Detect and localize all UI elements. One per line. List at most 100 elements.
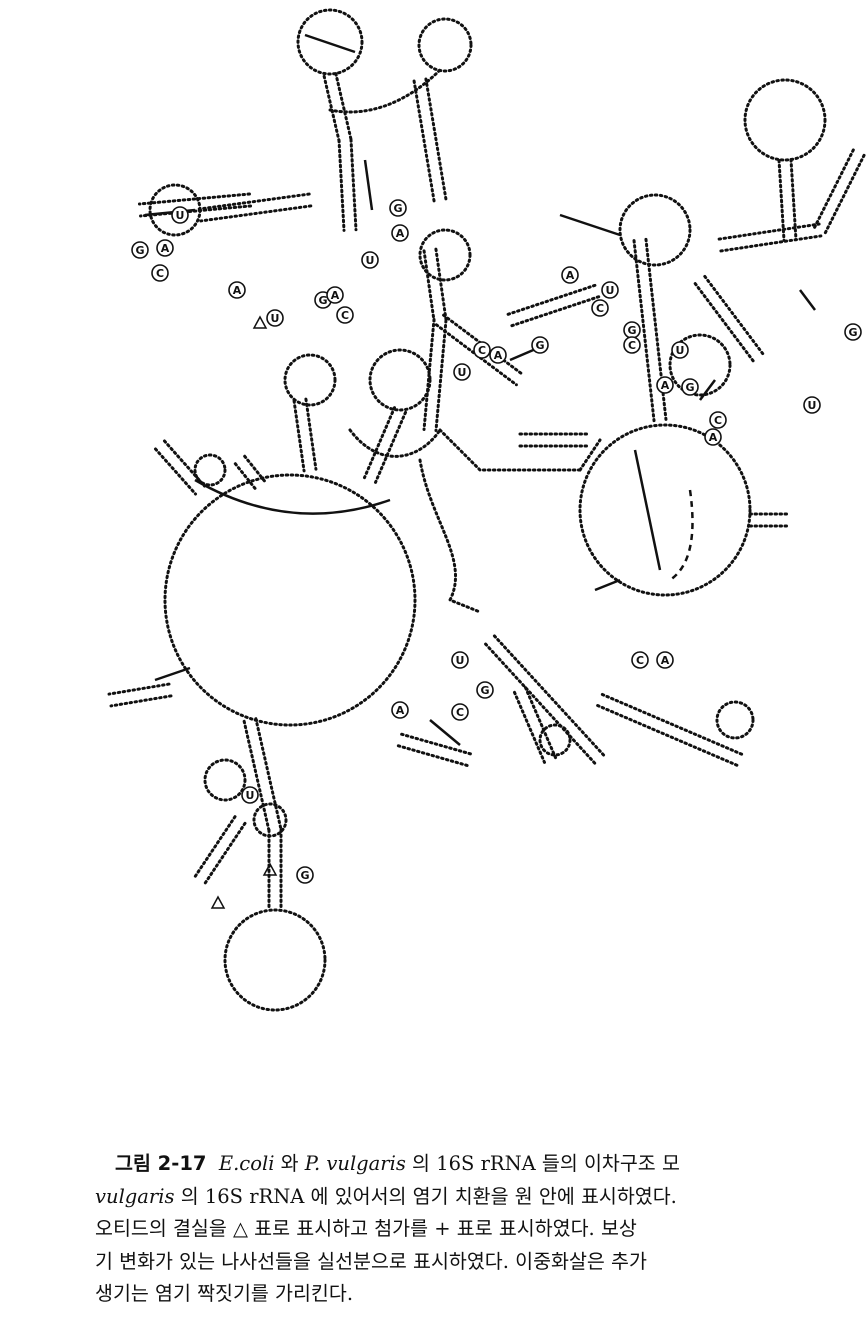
rna-stem-strand [109, 694, 173, 708]
rna-stem-strand [203, 821, 247, 885]
substitution-base-label: U [246, 789, 255, 802]
rna-stem-strand [400, 732, 474, 756]
rna-stem-strand [632, 239, 656, 423]
deletion-triangle-icon [210, 895, 226, 909]
rna-stem-strand [199, 204, 313, 223]
rna-stem-strand [137, 192, 251, 206]
substitution-circle [296, 866, 314, 884]
substitution-circle [561, 266, 579, 284]
substitution-base-label: U [456, 654, 465, 667]
rna-loop [418, 228, 472, 282]
substitution-circle [601, 281, 619, 299]
substitution-base-label: G [318, 294, 327, 307]
double-arrow-pairing [194, 478, 391, 515]
rna-stem-strand [374, 410, 408, 484]
caption-text: 의 16S rRNA 에 있어서의 염기 치환을 원 안에 표시하였다. [174, 1184, 677, 1208]
species-pvulgaris: P. vulgaris [304, 1152, 406, 1175]
substitution-circle [131, 241, 149, 259]
compensatory-change-line [304, 33, 356, 54]
substitution-base-label: U [606, 284, 615, 297]
substitution-circle [361, 251, 379, 269]
rna-stem-strand [424, 77, 448, 201]
substitution-circle [266, 309, 284, 327]
rna-stem-strand [362, 406, 396, 480]
compensatory-change-line [429, 719, 461, 746]
substitution-circle [451, 703, 469, 721]
rna-backbone [328, 68, 442, 114]
compensatory-change-line [594, 578, 621, 592]
substitution-base-label: U [458, 366, 467, 379]
rna-stem-strand [813, 145, 857, 229]
substitution-base-label: A [331, 289, 340, 302]
dashed-pairing-line [669, 489, 694, 582]
rna-stem-strand [434, 319, 448, 433]
substitution-circle [476, 681, 494, 699]
figure-label: 그림 2-17 [115, 1152, 207, 1175]
rna-stem-strand [233, 462, 257, 491]
substitution-base-label: G [685, 381, 694, 394]
substitution-base-label: U [808, 399, 817, 412]
substitution-circle [681, 378, 699, 396]
substitution-base-label: C [156, 267, 164, 280]
rna-stem-strand [703, 274, 767, 358]
substitution-base-label: G [393, 202, 402, 215]
rna-loop [743, 78, 827, 162]
substitution-base-label: C [628, 339, 636, 352]
figure-caption: 그림 2-17 E.coli 와 P. vulgaris 의 16S rRNA … [0, 1148, 868, 1311]
caption-line-4: 기 변화가 있는 나사선들을 실선분으로 표시하였다. 이중화살은 추가 [95, 1249, 647, 1273]
substitution-base-label: U [676, 344, 685, 357]
compensatory-change-line [363, 159, 374, 211]
substitution-circle [228, 281, 246, 299]
substitution-circle [389, 199, 407, 217]
rna-stem-strand [717, 222, 821, 241]
rna-loop [193, 453, 227, 487]
rna-backbone [578, 438, 602, 472]
rna-stem-strand [107, 682, 171, 696]
rna-loop [715, 700, 755, 740]
substitution-base-label: C [636, 654, 644, 667]
rna-loop [618, 193, 692, 267]
rna-loop [538, 723, 572, 757]
rna-stem-strand [422, 317, 436, 431]
substitution-circle [391, 701, 409, 719]
substitution-base-label: A [661, 379, 670, 392]
rna-loop [578, 423, 752, 597]
rna-stem-strand [484, 642, 598, 766]
species-ecoli: E.coli [218, 1152, 275, 1175]
rna-stem-strand [337, 138, 346, 232]
substitution-base-label: C [714, 414, 722, 427]
substitution-base-label: U [271, 312, 280, 325]
substitution-circle [151, 264, 169, 282]
rna-stem-strand [412, 79, 436, 203]
substitution-base-label: C [341, 309, 349, 322]
rna-stem-strand [334, 72, 353, 141]
rna-stem-strand [600, 692, 744, 756]
substitution-base-label: A [396, 227, 405, 240]
deletion-triangle-icon [262, 862, 278, 876]
substitution-base-label: C [596, 302, 604, 315]
rna-stem-strand [154, 447, 198, 496]
rna-stem-strand [777, 158, 786, 242]
compensatory-change-line [559, 213, 621, 237]
compensatory-change-line [699, 379, 716, 401]
compensatory-change-line [154, 666, 191, 682]
rna-backbone [438, 428, 582, 472]
substitution-base-label: C [478, 344, 486, 357]
substitution-circle [453, 363, 471, 381]
substitution-circle [656, 376, 674, 394]
substitution-circle [473, 341, 491, 359]
rna-stem-strand [510, 294, 604, 328]
rna-stem-strand [506, 282, 600, 316]
substitution-base-label: A [161, 242, 170, 255]
rna-stem-strand [596, 704, 740, 768]
rna-loop [417, 17, 473, 73]
rna-stem-strand [304, 397, 318, 471]
caption-text: 의 16S rRNA 들의 이차구조 모 [405, 1152, 680, 1175]
caption-line-2: vulgaris 의 16S rRNA 에 있어서의 염기 치환을 원 안에 표… [0, 1181, 868, 1214]
rna-stem-strand [193, 815, 237, 879]
rna-loop [163, 473, 417, 727]
substitution-base-label: A [233, 284, 242, 297]
rna-backbone [348, 428, 442, 458]
substitution-base-label: G [848, 326, 857, 339]
substitution-circle [336, 306, 354, 324]
